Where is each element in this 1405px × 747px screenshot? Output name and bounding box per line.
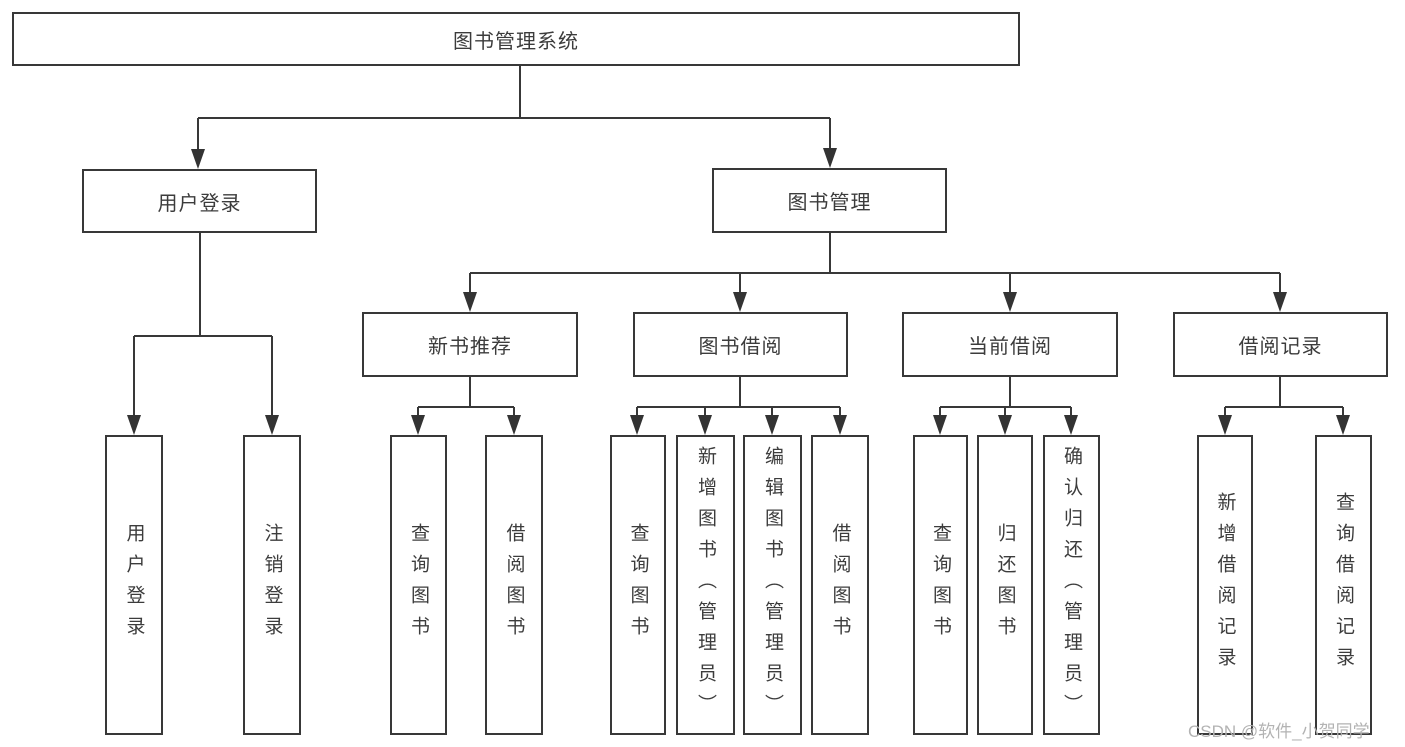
arrowhead-icon	[630, 415, 644, 435]
arrowhead-icon	[765, 415, 779, 435]
node-user-login: 用户登录	[82, 169, 317, 233]
node-label: 查询图书	[930, 523, 951, 647]
leaf-add-borrow-record: 新增借阅记录	[1197, 435, 1253, 735]
arrowhead-icon	[1064, 415, 1078, 435]
connector-new-to-leaves	[417, 377, 515, 417]
node-book-borrowing: 图书借阅	[633, 312, 848, 377]
leaf-return-books: 归还图书	[977, 435, 1033, 735]
node-new-book-recommend: 新书推荐	[362, 312, 578, 377]
connector-borrow-to-leaves	[636, 377, 841, 417]
arrowhead-icon	[1003, 292, 1017, 312]
connector-root-to-level2	[197, 66, 831, 150]
node-label: 注销登录	[261, 523, 283, 647]
leaf-confirm-return-admin: 确认归还（管理员）	[1043, 435, 1100, 735]
arrowhead-icon	[733, 292, 747, 312]
node-label: 新增图书（管理员）	[695, 445, 716, 725]
node-borrowing-records: 借阅记录	[1173, 312, 1388, 377]
node-label: 查询图书	[408, 523, 429, 647]
node-label: 借阅记录	[1238, 336, 1323, 358]
leaf-user-login: 用户登录	[105, 435, 163, 735]
node-label: 新书推荐	[428, 336, 512, 358]
leaf-borrow-books: 借阅图书	[811, 435, 869, 735]
node-label: 查询图书	[627, 523, 649, 647]
arrowhead-icon	[1218, 415, 1232, 435]
arrowhead-icon	[933, 415, 947, 435]
leaf-add-books-admin: 新增图书（管理员）	[676, 435, 735, 735]
arrowhead-icon	[507, 415, 521, 435]
node-label: 查询借阅记录	[1333, 492, 1354, 678]
arrowhead-icon	[127, 415, 141, 435]
node-label: 当前借阅	[968, 336, 1052, 358]
arrowhead-icon	[698, 415, 712, 435]
node-label: 编辑图书（管理员）	[762, 445, 783, 725]
node-label: 归还图书	[994, 523, 1016, 647]
arrowhead-icon	[1273, 292, 1287, 312]
arrowhead-icon	[265, 415, 279, 435]
leaf-query-borrow-record: 查询借阅记录	[1315, 435, 1372, 735]
connector-current-to-leaves	[939, 377, 1072, 417]
arrowhead-icon	[411, 415, 425, 435]
node-label: 图书管理	[787, 192, 872, 214]
leaf-logout: 注销登录	[243, 435, 301, 735]
node-label: 图书借阅	[698, 336, 783, 358]
leaf-borrow-books-recommend: 借阅图书	[485, 435, 543, 735]
node-label: 用户登录	[157, 192, 242, 215]
node-book-management: 图书管理	[712, 168, 947, 233]
connector-login-to-leaves	[133, 233, 273, 416]
connector-mgmt-to-level3	[469, 233, 1281, 293]
node-label: 借阅图书	[503, 523, 525, 647]
leaf-query-books-current: 查询图书	[913, 435, 968, 735]
node-current-borrowing: 当前借阅	[902, 312, 1118, 377]
node-label: 用户登录	[123, 523, 145, 647]
csdn-watermark: CSDN @软件_小贺同学	[1188, 722, 1370, 741]
arrowhead-icon	[833, 415, 847, 435]
arrowhead-icon	[1336, 415, 1350, 435]
node-label: 图书管理系统	[453, 30, 579, 53]
node-label: 新增借阅记录	[1214, 492, 1236, 678]
arrowhead-icon	[823, 148, 837, 168]
leaf-query-books-borrowing: 查询图书	[610, 435, 666, 735]
leaf-edit-books-admin: 编辑图书（管理员）	[743, 435, 802, 735]
arrowhead-icon	[191, 149, 205, 169]
node-label: 借阅图书	[829, 523, 851, 647]
leaf-query-books-recommend: 查询图书	[390, 435, 447, 735]
node-root-library-system: 图书管理系统	[12, 12, 1020, 66]
node-label: 确认归还（管理员）	[1061, 445, 1082, 725]
arrowhead-icon	[463, 292, 477, 312]
arrowhead-icon	[998, 415, 1012, 435]
connector-records-to-leaves	[1224, 377, 1344, 417]
